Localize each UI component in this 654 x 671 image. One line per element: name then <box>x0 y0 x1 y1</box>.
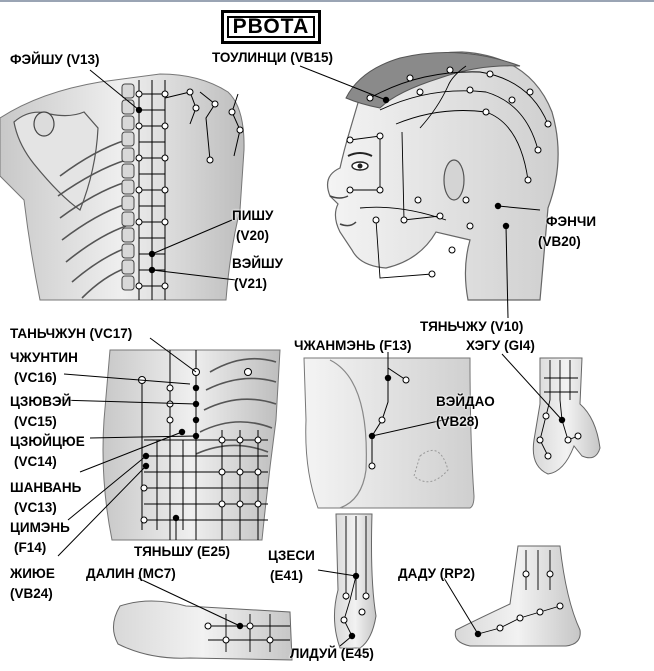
label-zhongting-code: (VC16) <box>14 370 57 385</box>
label-juque-code: (VC14) <box>14 454 57 469</box>
leader-lines <box>57 65 563 647</box>
label-qimen-code: (F14) <box>14 540 47 555</box>
label-shangwan-name: ШАНВАНЬ <box>10 480 82 495</box>
head-figure <box>327 51 559 301</box>
page-title: РВОТА <box>227 15 315 38</box>
abdomen-figure <box>102 349 281 541</box>
label-hegu: ХЭГУ (GI4) <box>466 338 535 353</box>
label-tianzhu: ТЯНЬЧЖУ (V10) <box>420 319 524 334</box>
label-dadu: ДАДУ (RP2) <box>398 566 476 581</box>
label-qimen-name: ЦИМЭНЬ <box>10 520 70 535</box>
title-box: РВОТА <box>221 10 321 44</box>
label-weishu-code: (V21) <box>234 276 268 291</box>
label-riyue-name: ЖИЮЕ <box>10 566 55 581</box>
label-riyue-code: (VB24) <box>10 586 53 601</box>
forearm-figure <box>113 600 293 661</box>
label-jiuwei-code: (VC15) <box>14 414 57 429</box>
label-weishu-name: ВЭЙШУ <box>232 256 284 271</box>
lower-leg-figure <box>334 513 377 649</box>
label-pishu-name: ПИШУ <box>232 208 274 223</box>
top-border-line <box>0 0 654 2</box>
label-weidao-code: (VB28) <box>436 414 479 429</box>
label-juque-name: ЦЗЮЙЦЮЕ <box>10 434 85 449</box>
label-fengchi-code: (VB20) <box>538 234 581 249</box>
label-tianshu: ТЯНЬШУ (E25) <box>134 544 230 559</box>
label-zhongting-name: ЧЖУНТИН <box>10 350 78 365</box>
label-toulinci: ТОУЛИНЦИ (VB15) <box>212 50 333 65</box>
label-daling: ДАЛИН (MC7) <box>86 566 176 581</box>
label-zhangmen: ЧЖАНМЭНЬ (F13) <box>294 338 412 353</box>
label-pishu-code: (V20) <box>236 228 270 243</box>
label-fengchi-name: ФЭНЧИ <box>546 214 597 229</box>
side-torso-figure <box>303 357 475 509</box>
label-tanzhong: ТАНЬЧЖУН (VC17) <box>10 326 133 341</box>
label-weidao-name: ВЭЙДАО <box>436 394 495 409</box>
label-jiuwei-name: ЦЗЮВЭЙ <box>10 394 72 409</box>
label-lidui: ЛИДУЙ (E45) <box>290 646 374 661</box>
label-feishu: ФЭЙШУ (V13) <box>10 52 100 67</box>
hand-figure <box>532 357 601 475</box>
foot-figure <box>454 545 581 647</box>
label-shangwan-code: (VC13) <box>14 500 57 515</box>
label-jiexi-name: ЦЗЕСИ <box>268 548 315 563</box>
back-figure <box>0 73 245 301</box>
label-jiexi-code: (E41) <box>270 568 304 583</box>
